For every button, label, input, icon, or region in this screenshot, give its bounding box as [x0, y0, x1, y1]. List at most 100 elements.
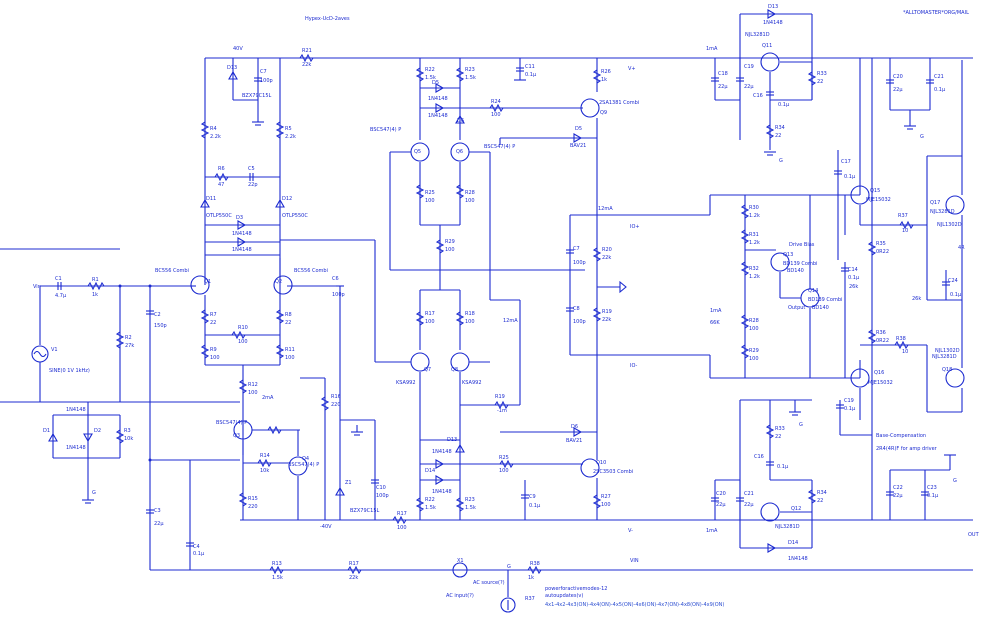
r28b-label: R28 — [749, 318, 759, 324]
c11-value: 0.1µ — [525, 72, 537, 78]
r6-value: 47 — [218, 182, 224, 188]
c19-label: C19 — [744, 64, 754, 70]
bottom-note-1: powerforactivemodes-12 — [545, 586, 607, 592]
gnd-label-3: G — [920, 134, 924, 140]
r33-label: R33 — [817, 71, 827, 77]
r17b-label: R17 — [425, 311, 435, 317]
c4-value: 0.1µ — [193, 551, 205, 557]
r29b-label: R29 — [749, 348, 759, 354]
r29b-value: 100 — [749, 356, 759, 362]
c8-value: 100p — [573, 319, 586, 325]
inductor-x1 — [452, 562, 468, 578]
r25-value: 100 — [425, 198, 435, 204]
r18-label: R18 — [465, 311, 475, 317]
d14b-value: 1N4148 — [788, 556, 808, 562]
r1-label: R1 — [92, 277, 99, 283]
q16-label: Q16 — [874, 370, 884, 376]
d6-value: 1N4148 — [428, 113, 448, 119]
r30-value: 1.2k — [749, 213, 760, 219]
bav-label-2: BAV21 — [566, 438, 582, 444]
c8-label: C8 — [573, 306, 580, 312]
q3-label: Q3 — [233, 433, 240, 439]
c7b-value: 100p — [573, 260, 586, 266]
c1-value: 4.7µ — [55, 293, 67, 299]
r17c-value: 22k — [349, 575, 358, 581]
c16-label: C16 — [753, 93, 763, 99]
top-output-decoupling: D13 1N4148 NJL3281D Q11 R33 22 C16 0.1µ … — [706, 4, 827, 164]
r13-label: R13 — [272, 561, 282, 567]
r18-value: 100 — [465, 319, 475, 325]
bd2-label-1: BD140 — [787, 268, 804, 274]
bottom-current-label: 1mA — [706, 528, 718, 534]
out-label-bottom: OUT — [968, 532, 980, 538]
q14-label: Q14 — [808, 288, 818, 294]
r17b-value: 100 — [425, 319, 435, 325]
r12-value: 100 — [248, 390, 258, 396]
c18-label: C18 — [718, 71, 728, 77]
ac-source-label: AC source(?) — [473, 580, 505, 586]
c21-value: 0.1µ — [934, 87, 946, 93]
c17-label: C17 — [841, 159, 851, 165]
r34b-label: R34 — [817, 490, 827, 496]
io-pos-label: IO+ — [630, 224, 640, 230]
transistor-q16 — [850, 368, 870, 388]
r1-value: 1k — [92, 292, 98, 298]
q18-label: Q18 — [942, 367, 952, 373]
d1-label: D1 — [43, 428, 50, 434]
r29-label: R29 — [445, 239, 455, 245]
c24-label: C24 — [948, 278, 958, 284]
r17c-label: R17 — [349, 561, 359, 567]
r33b-value: 22 — [775, 434, 781, 440]
r15-value: 220 — [248, 504, 258, 510]
r4-label: R4 — [210, 126, 217, 132]
bd-label-1: BD139 Combi — [783, 261, 817, 267]
d14-label: D14 — [425, 468, 435, 474]
gnd-label-5: G — [799, 422, 803, 428]
transistor-q13 — [770, 252, 790, 272]
d13c-value: 1N4148 — [763, 20, 783, 26]
r23-value: 1.5k — [465, 75, 476, 81]
c16-value: 0.1µ — [778, 102, 790, 108]
x1-label: X1 — [457, 558, 464, 564]
c17-value: 0.1µ — [844, 174, 856, 180]
njl2-label-2: NJL1302D — [935, 348, 960, 354]
bottom-output-decoupling: R33 22 G C16 0.1µ R34 22 Q12 NJL3281D D1… — [706, 399, 827, 562]
r24-label: R24 — [491, 99, 501, 105]
r28b-value: 100 — [749, 326, 759, 332]
q17-label: Q17 — [930, 200, 940, 206]
c24-value: 0.1µ — [950, 292, 962, 298]
c19-value: 22µ — [744, 84, 754, 90]
bias-spreader: R30 1.2k R31 1.2k R32 1.2k R28 100 R29 1… — [709, 194, 860, 378]
q8-label: Q8 — [451, 367, 458, 373]
r26-label: R26 — [601, 69, 611, 75]
r13-value: 1.5k — [272, 575, 283, 581]
power-rails — [0, 57, 973, 571]
r5-value: 2.2k — [285, 134, 296, 140]
c9-label: C9 — [529, 494, 536, 500]
vas-middle: R17 100 R18 100 12mA Q7 Q8 KSA992 KSA992… — [280, 152, 860, 460]
drive-bias-note: Drive Bias — [789, 242, 815, 248]
bav-label-1: BAV21 — [570, 143, 586, 149]
c2-value: 150p — [154, 323, 167, 329]
driver-note: 2R4(4R)F for amp driver — [876, 446, 938, 452]
bsc-label-q5: BSC547(4) P — [370, 127, 401, 133]
bd-label-2: BD139 Combi — [808, 297, 842, 303]
ac-input-label: AC input(?) — [446, 593, 474, 599]
r31-value: 1.2k — [749, 240, 760, 246]
transistor-q2 — [273, 275, 293, 295]
transistor-q1 — [190, 275, 210, 295]
led-label-2: OTLP550C — [282, 213, 308, 219]
r7-label: R7 — [210, 312, 217, 318]
c21-label: C21 — [934, 74, 944, 80]
ksa-label-2: KSA992 — [462, 380, 482, 386]
c21b-label: C21 — [744, 491, 754, 497]
njl2-label-1: NJL1302D — [937, 222, 962, 228]
v1-label: V1 — [51, 347, 58, 353]
r38b-label: R38 — [530, 561, 540, 567]
led-label-1: OTLP550C — [206, 213, 232, 219]
r19-label: R19 — [495, 394, 505, 400]
c4-label: C4 — [193, 544, 200, 550]
c21b-value: 22µ — [744, 502, 754, 508]
neg-rail-label: -40V — [320, 524, 332, 530]
r30-label: R30 — [749, 205, 759, 211]
